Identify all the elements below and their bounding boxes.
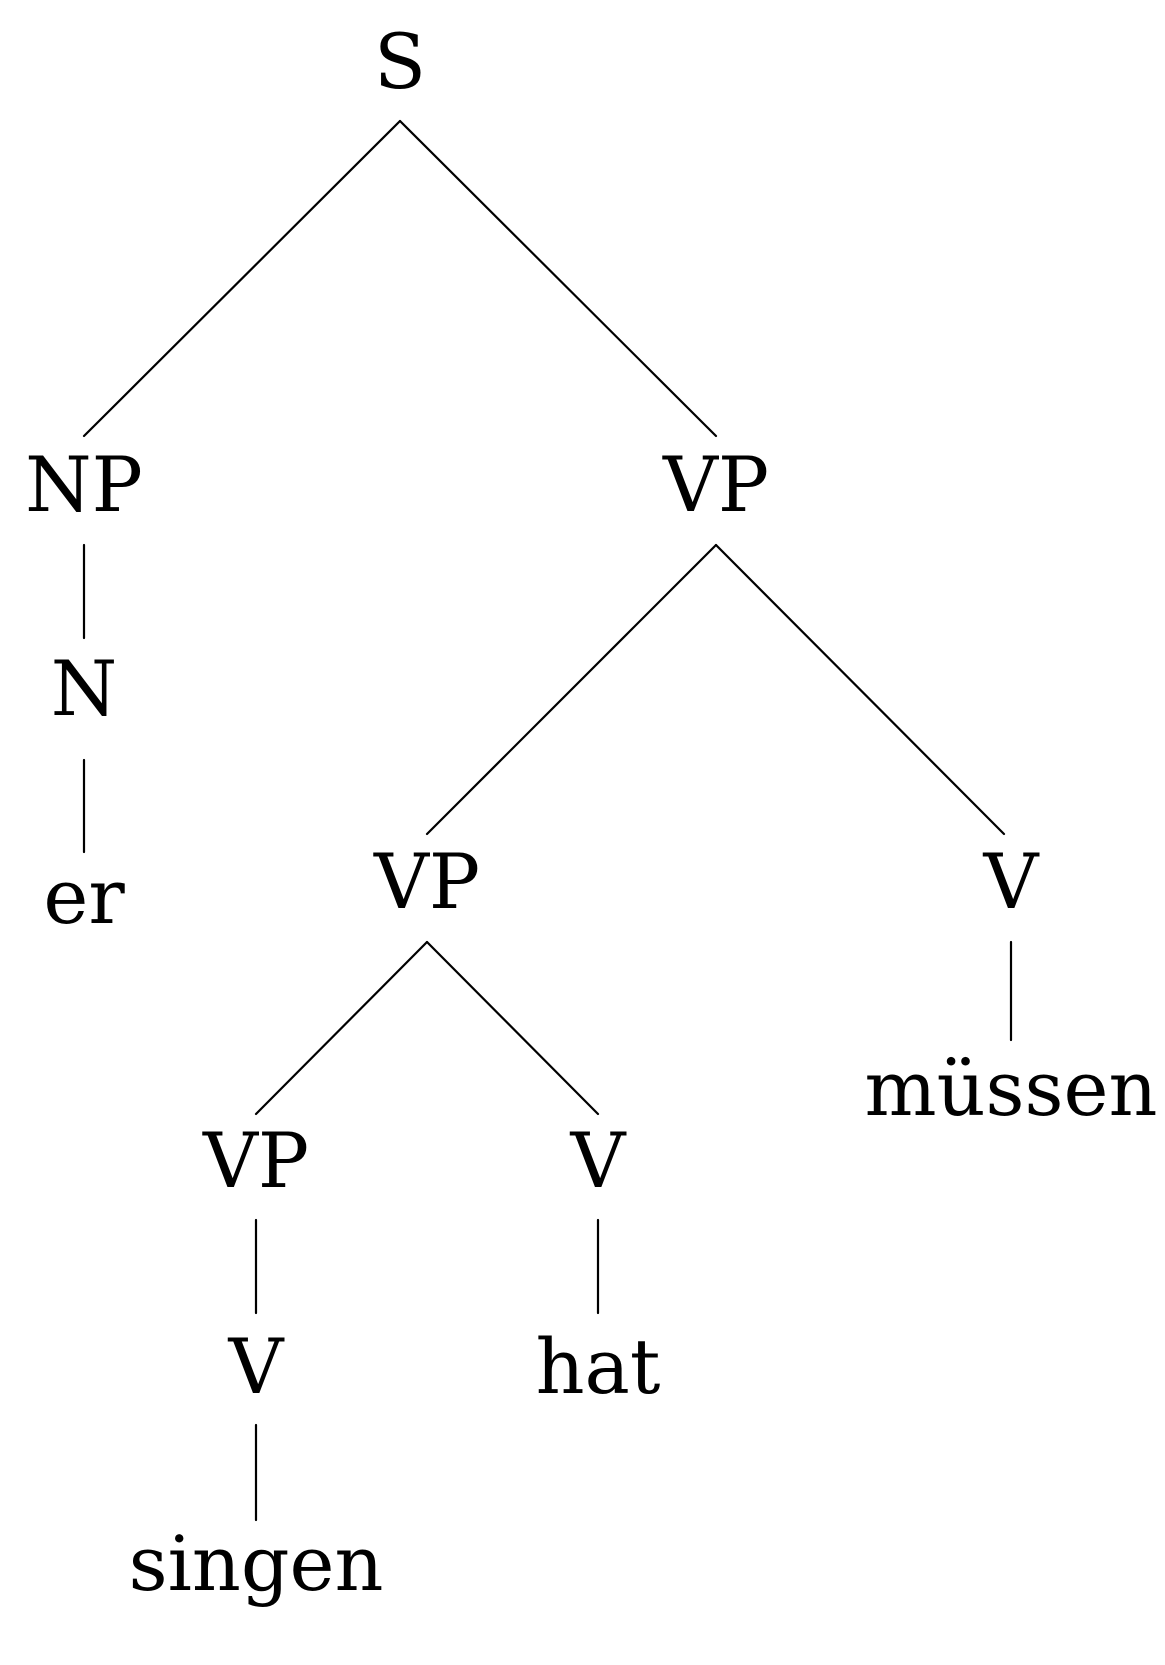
- edge-vp-vp: [425, 543, 718, 836]
- edge-vp-v: [714, 543, 1006, 836]
- node-muessen: müssen: [865, 1044, 1158, 1133]
- node-v-right: V: [983, 837, 1040, 926]
- node-v-singen-parent: V: [228, 1322, 285, 1411]
- node-hat: hat: [536, 1322, 661, 1411]
- node-n: N: [51, 644, 118, 733]
- node-np: NP: [25, 440, 143, 529]
- edge-s-np: [82, 119, 402, 438]
- node-s: S: [374, 17, 426, 106]
- node-vp-left: VP: [373, 837, 480, 926]
- edge-s-vp: [398, 119, 718, 438]
- node-singen: singen: [129, 1519, 384, 1608]
- edge-vp-v-hat: [425, 940, 600, 1116]
- node-vp: VP: [662, 440, 769, 529]
- node-er: er: [43, 852, 125, 941]
- node-v-hat-parent: V: [570, 1116, 627, 1205]
- edge-vp-vp-inner: [254, 940, 429, 1116]
- node-vp-lower: VP: [202, 1116, 309, 1205]
